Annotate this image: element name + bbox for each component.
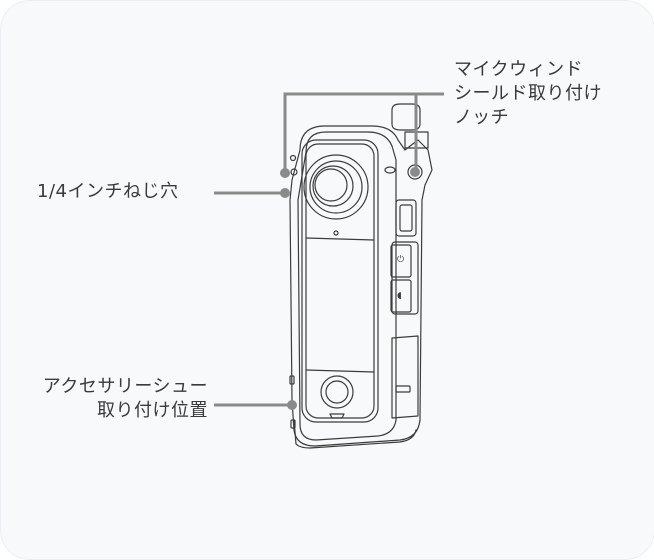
callout-label-screw-hole: 1/4インチねじ穴 — [37, 180, 178, 204]
callout-line: 取り付け位置 — [97, 400, 208, 421]
callout-label-mic-windshield-notch: マイクウィンド シールド取り付け ノッチ — [454, 58, 602, 130]
leader-line-notch-left — [283, 92, 416, 172]
svg-text:⏻: ⏻ — [397, 254, 404, 265]
cage-outer-frame — [289, 125, 433, 447]
shutter-button — [320, 375, 354, 409]
top-knob — [391, 103, 421, 131]
callout-line: ノッチ — [454, 107, 510, 128]
svg-text:◖: ◖ — [397, 291, 402, 301]
callout-dot-notch — [410, 167, 420, 177]
callout-line: マイクウィンド — [454, 59, 584, 80]
callout-line: アクセサリーシュー — [42, 376, 208, 397]
cage-inner-frame — [297, 131, 397, 441]
callout-label-accessory-shoe: アクセサリーシュー 取り付け位置 — [43, 375, 208, 423]
callout-line: シールド取り付け — [454, 83, 602, 104]
camera-lens — [303, 154, 369, 220]
callout-dot-notch-left — [280, 168, 290, 178]
callout-line: 1/4インチねじ穴 — [37, 181, 179, 202]
callout-dot-shoe — [287, 400, 297, 410]
callout-dot-screw — [280, 188, 290, 198]
camera-body — [301, 139, 379, 423]
